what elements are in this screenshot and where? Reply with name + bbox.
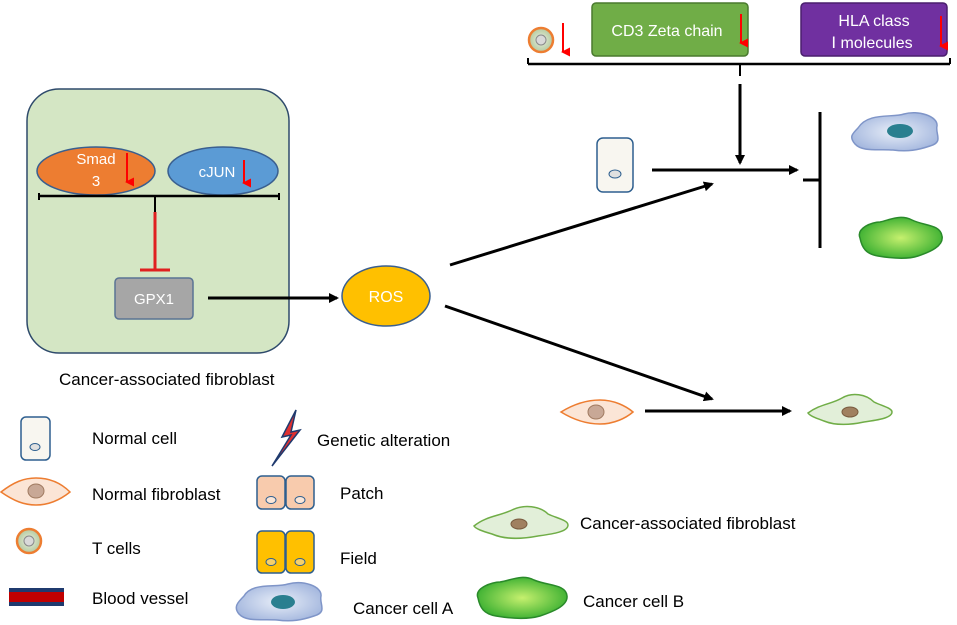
legend-t-cell-icon xyxy=(15,527,43,555)
caf-box-caption: Cancer-associated fibroblast xyxy=(59,370,275,389)
cancer-cell-a-flow xyxy=(850,112,939,152)
cjun-node: cJUN xyxy=(167,146,279,196)
gpx1-label: GPX1 xyxy=(134,291,174,308)
hla-label-line2: Ⅰ molecules xyxy=(831,35,912,52)
legend-patch-label: Patch xyxy=(340,484,383,503)
legend-normal-fibroblast-label: Normal fibroblast xyxy=(92,485,221,504)
smad3-label-line2: 3 xyxy=(92,173,100,190)
inhibition-line xyxy=(140,212,170,272)
cancer-cell-b-flow xyxy=(858,216,943,260)
caf-flow xyxy=(806,393,893,426)
right-bracket xyxy=(803,112,822,248)
legend-patch-icon xyxy=(256,475,315,510)
cd3-node: CD3 Zeta chain xyxy=(591,2,749,57)
normal-fibroblast-flow xyxy=(559,399,635,425)
top-bracket xyxy=(527,58,951,76)
legend-genetic-alteration-icon xyxy=(271,409,302,467)
ros-node: ROS xyxy=(341,265,431,327)
ros-label: ROS xyxy=(369,289,404,306)
legend-blood-vessel-icon xyxy=(9,588,64,606)
ros-to-lower-arrow xyxy=(444,304,714,402)
legend-caf-label: Cancer-associated fibroblast xyxy=(580,514,796,533)
cd3-label: CD3 Zeta chain xyxy=(611,23,722,40)
gpx1-node: GPX1 xyxy=(114,277,194,320)
caf-bracket xyxy=(38,193,280,212)
legend-cancer-cell-b-label: Cancer cell B xyxy=(583,592,684,611)
normal-cell-flow xyxy=(596,137,634,193)
legend-field-icon xyxy=(256,530,315,574)
ros-to-upper-arrow xyxy=(449,181,714,267)
legend-cancer-cell-b-icon xyxy=(476,576,568,620)
legend-field-label: Field xyxy=(340,549,377,568)
legend-genetic-alteration-label: Genetic alteration xyxy=(317,431,450,450)
t-cell-top xyxy=(527,23,570,57)
smad3-label-line1: Smad xyxy=(76,151,115,168)
smad3-node: Smad 3 xyxy=(36,146,156,196)
legend-cancer-cell-a-icon xyxy=(235,582,323,622)
cjun-label: cJUN xyxy=(199,164,236,181)
legend-t-cells-label: T cells xyxy=(92,539,141,558)
legend-cancer-cell-a-label: Cancer cell A xyxy=(353,599,454,618)
hla-node: HLA class Ⅰ molecules xyxy=(800,2,948,57)
hla-label-line1: HLA class xyxy=(838,13,909,30)
legend-normal-cell-label: Normal cell xyxy=(92,429,177,448)
legend-normal-fibroblast-icon xyxy=(0,477,72,506)
legend-caf-icon xyxy=(473,505,569,540)
legend-blood-vessel-label: Blood vessel xyxy=(92,589,188,608)
legend-normal-cell-icon xyxy=(20,416,51,461)
